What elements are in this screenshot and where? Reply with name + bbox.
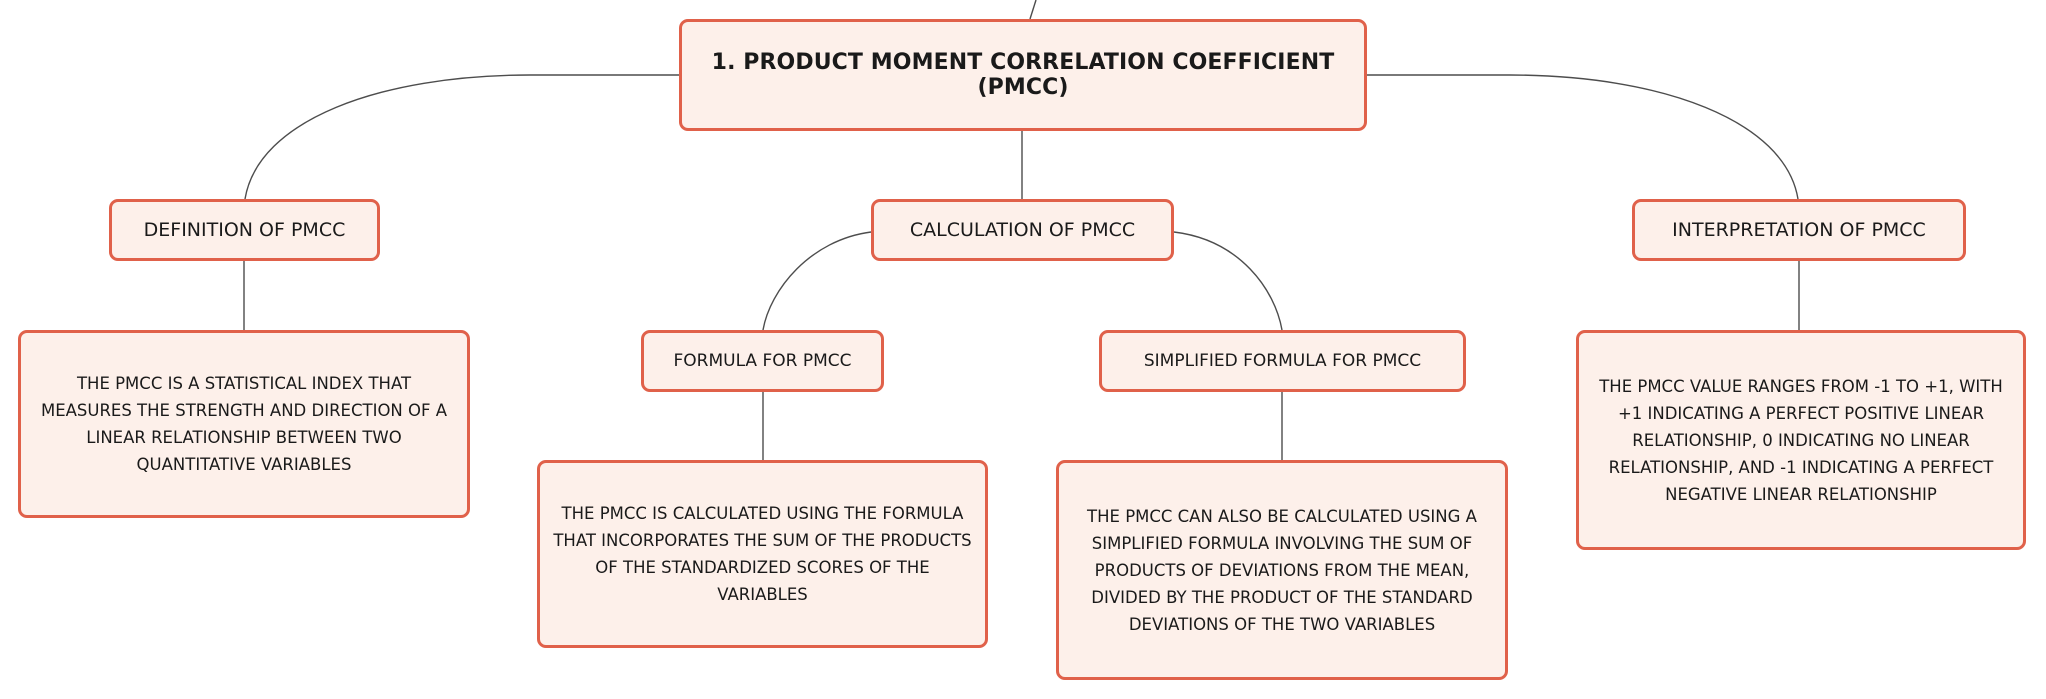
connector-calculation-formula xyxy=(762,231,872,331)
root-node-label: 1. PRODUCT MOMENT CORRELATION COEFFICIEN… xyxy=(711,50,1335,100)
connector-root-parent xyxy=(1029,0,1037,20)
topic-calculation[interactable]: CALCULATION OF PMCC xyxy=(871,199,1174,261)
connector-root-interpretation xyxy=(1367,74,1799,200)
topic-calculation-label: CALCULATION OF PMCC xyxy=(909,219,1136,241)
connector-calculation-simplified xyxy=(1173,231,1283,331)
topic-definition-label: DEFINITION OF PMCC xyxy=(143,219,346,241)
topic-interpretation-label: INTERPRETATION OF PMCC xyxy=(1672,219,1926,241)
formula-detail-text: THE PMCC IS CALCULATED USING THE FORMULA… xyxy=(553,504,972,604)
connector-root-definition xyxy=(244,74,679,200)
definition-detail-node[interactable]: THE PMCC IS A STATISTICAL INDEX THAT MEA… xyxy=(18,330,470,518)
subtopic-simplified-formula-label: SIMPLIFIED FORMULA FOR PMCC xyxy=(1143,351,1422,371)
topic-interpretation[interactable]: INTERPRETATION OF PMCC xyxy=(1632,199,1966,261)
topic-definition[interactable]: DEFINITION OF PMCC xyxy=(109,199,380,261)
simplified-formula-detail-text: THE PMCC CAN ALSO BE CALCULATED USING A … xyxy=(1087,506,1477,634)
simplified-formula-detail-node[interactable]: THE PMCC CAN ALSO BE CALCULATED USING A … xyxy=(1056,460,1508,680)
root-node[interactable]: 1. PRODUCT MOMENT CORRELATION COEFFICIEN… xyxy=(679,19,1367,131)
interpretation-detail-node[interactable]: THE PMCC VALUE RANGES FROM -1 TO +1, WIT… xyxy=(1576,330,2026,550)
definition-detail-text: THE PMCC IS A STATISTICAL INDEX THAT MEA… xyxy=(40,374,448,474)
interpretation-detail-text: THE PMCC VALUE RANGES FROM -1 TO +1, WIT… xyxy=(1599,376,2003,504)
subtopic-formula[interactable]: FORMULA FOR PMCC xyxy=(641,330,884,392)
subtopic-formula-label: FORMULA FOR PMCC xyxy=(673,351,852,371)
formula-detail-node[interactable]: THE PMCC IS CALCULATED USING THE FORMULA… xyxy=(537,460,988,648)
subtopic-simplified-formula[interactable]: SIMPLIFIED FORMULA FOR PMCC xyxy=(1099,330,1466,392)
